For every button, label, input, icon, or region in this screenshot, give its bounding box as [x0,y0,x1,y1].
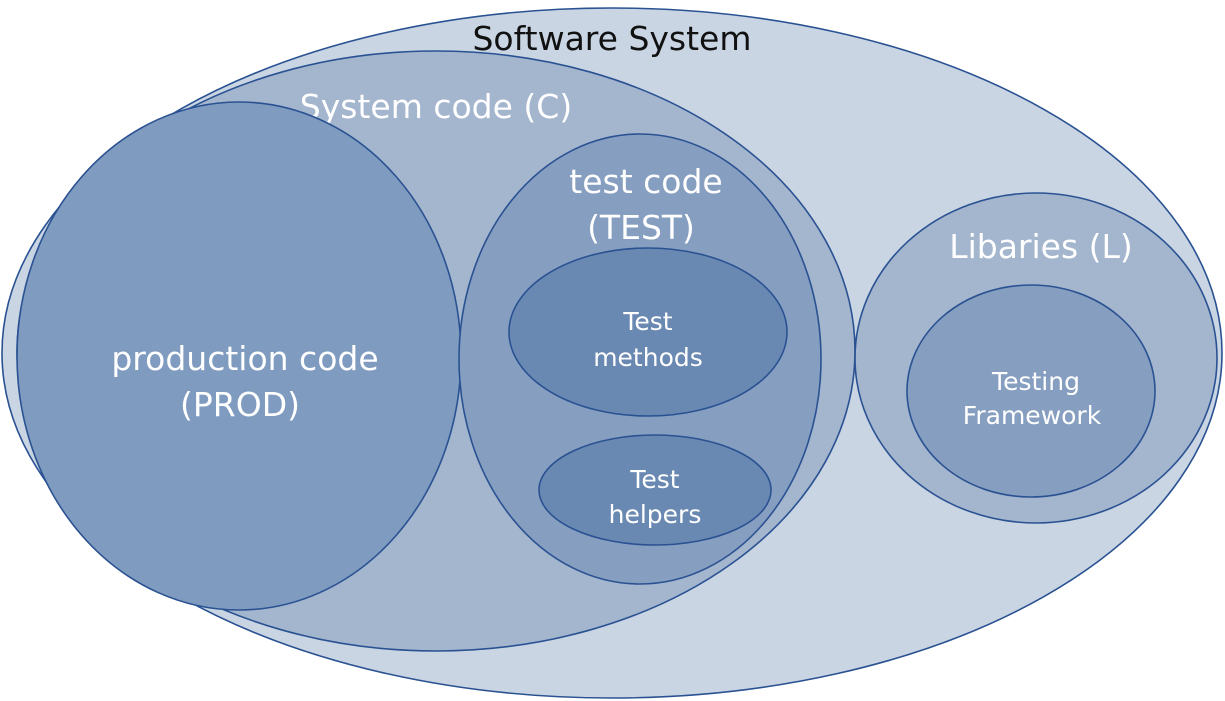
production-code-region: production code (PROD) [16,101,462,611]
production-code-label-line2: (PROD) [180,385,300,424]
libraries-label: Libaries (L) [949,227,1133,266]
software-system-label: Software System [472,19,751,58]
production-code-label-line1: production code [111,339,378,378]
testing-framework-ellipse [906,284,1156,498]
test-helpers-label-line1: Test [629,465,679,494]
test-helpers-region: Test helpers [538,434,772,546]
testing-framework-label-line1: Testing [991,367,1080,396]
test-code-label-line1: test code [569,162,722,201]
test-methods-label-line2: methods [593,343,703,372]
test-methods-ellipse [508,247,788,417]
testing-framework-region: Testing Framework [906,284,1156,498]
test-methods-label-line1: Test [622,307,672,336]
test-helpers-label-line2: helpers [609,500,702,529]
test-methods-region: Test methods [508,247,788,417]
test-code-label-line2: (TEST) [587,208,695,247]
test-helpers-ellipse [538,434,772,546]
testing-framework-label-line2: Framework [963,401,1102,430]
system-code-label: System code (C) [300,87,572,126]
